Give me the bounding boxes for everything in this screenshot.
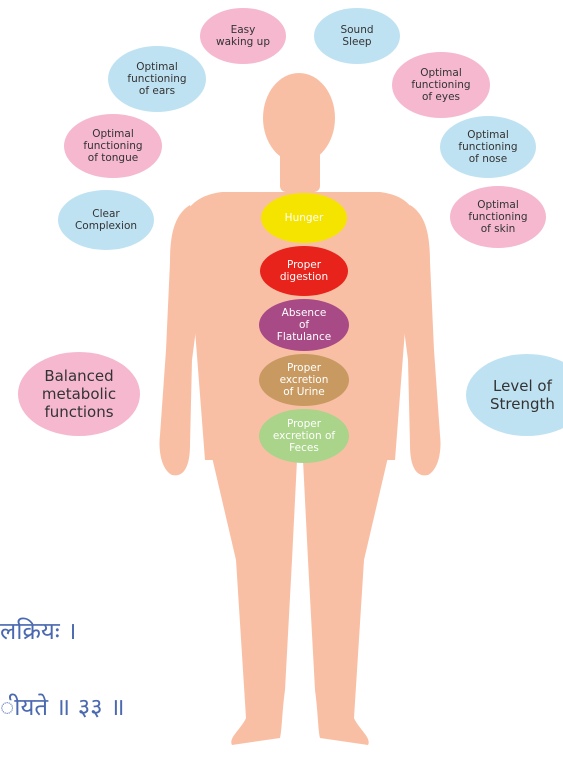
benefit-eyes: Optimal functioning of eyes xyxy=(392,52,490,118)
benefit-label: Easy waking up xyxy=(216,24,270,48)
benefit-ears: Optimal functioning of ears xyxy=(108,46,206,112)
benefit-tongue: Optimal functioning of tongue xyxy=(64,114,162,178)
chakra-label: Proper digestion xyxy=(280,259,328,283)
benefit-label: Optimal functioning of tongue xyxy=(83,128,142,164)
chakra-label: Hunger xyxy=(285,212,324,224)
sanskrit-verse-line-2: ीयते ॥ ३३ ॥ xyxy=(0,690,125,723)
chakra-label: Proper excretion of Feces xyxy=(273,418,335,454)
benefit-label: Optimal functioning of skin xyxy=(468,199,527,235)
chakra-hunger: Hunger xyxy=(261,193,347,243)
chakra-feces: Proper excretion of Feces xyxy=(259,409,349,463)
benefit-skin: Optimal functioning of skin xyxy=(450,186,546,248)
chakra-urine: Proper excretion of Urine xyxy=(259,354,349,406)
chakra-digestion: Proper digestion xyxy=(260,246,348,296)
benefit-label: Level of Strength xyxy=(490,377,555,413)
chakra-label: Proper excretion of Urine xyxy=(280,362,329,398)
benefit-nose: Optimal functioning of nose xyxy=(440,116,536,178)
benefit-easy-waking-up: Easy waking up xyxy=(200,8,286,64)
benefit-label: Sound Sleep xyxy=(340,24,373,48)
benefit-label: Optimal functioning of nose xyxy=(458,129,517,165)
chakra-label: Absence of Flatulance xyxy=(277,307,331,343)
benefit-metabolic: Balanced metabolic functions xyxy=(18,352,140,436)
benefit-label: Optimal functioning of ears xyxy=(127,61,186,97)
benefit-label: Balanced metabolic functions xyxy=(42,367,116,421)
benefit-label: Clear Complexion xyxy=(75,208,137,232)
chakra-flatulance: Absence of Flatulance xyxy=(259,299,349,351)
benefit-label: Optimal functioning of eyes xyxy=(411,67,470,103)
sanskrit-verse-line-1: लक्रियः । xyxy=(0,614,76,647)
benefit-complexion: Clear Complexion xyxy=(58,190,154,250)
benefit-sound-sleep: Sound Sleep xyxy=(314,8,400,64)
